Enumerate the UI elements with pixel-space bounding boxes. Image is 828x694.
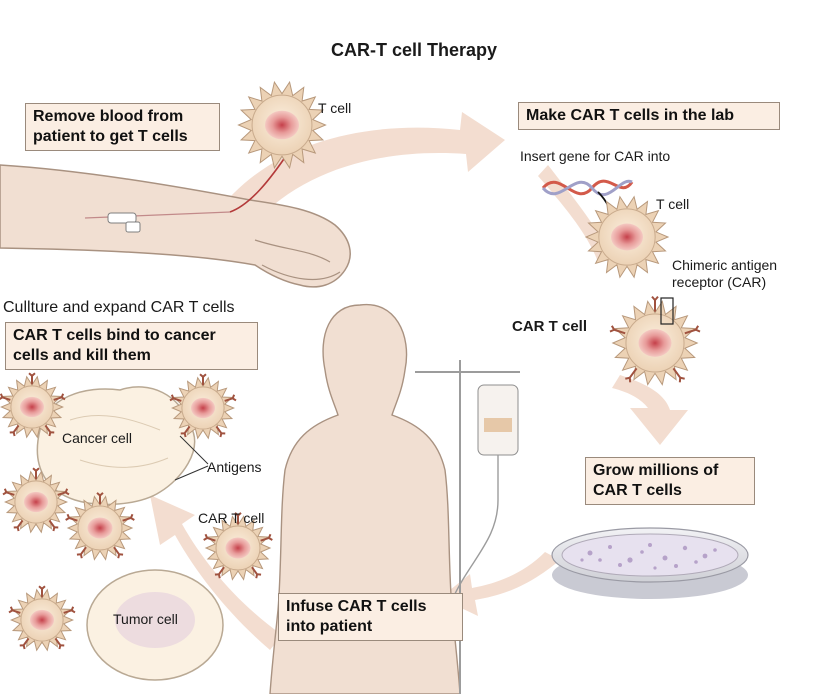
car-receptor-highlight — [660, 297, 674, 325]
t-cells — [0, 80, 701, 652]
arrow-top — [215, 112, 505, 228]
tumor-cell — [86, 569, 224, 681]
label-tumor-cell: Tumor cell — [113, 611, 178, 627]
arrow-right-down — [612, 375, 688, 445]
label-car-receptor: Chimeric antigen receptor (CAR) — [672, 257, 778, 290]
label-cancer-cell: Cancer cell — [62, 430, 133, 446]
step-remove-blood: Remove blood from patient to get T cells — [25, 103, 220, 151]
label-antigens: Antigens — [207, 459, 262, 475]
car-t-cell-2 — [169, 373, 237, 440]
car-t-cell-4 — [65, 492, 135, 561]
car-t-cell-lab — [609, 295, 701, 386]
step-grow: Grow millions of CAR T cells — [585, 457, 755, 505]
t-cell-blood — [237, 80, 327, 170]
arm-illustration — [0, 117, 351, 288]
antigen-pointer-lines — [174, 435, 209, 481]
label-t-cell-top: T cell — [318, 100, 352, 116]
car-t-cell-6 — [8, 585, 76, 652]
label-car-t-cell-right: CAR T cell — [512, 318, 588, 335]
step-make-in-lab: Make CAR T cells in the lab — [518, 102, 780, 130]
car-t-cell-5 — [203, 512, 273, 581]
t-cell-lab — [584, 195, 670, 279]
cancer-cell — [36, 386, 196, 506]
step-bind-kill: CAR T cells bind to cancer cells and kil… — [5, 322, 258, 370]
arrow-to-tumor — [150, 495, 282, 650]
label-culture-expand: Cullture and expand CAR T cells — [3, 299, 235, 316]
label-insert-gene: Insert gene for CAR into — [520, 148, 671, 164]
iv-bag — [415, 360, 520, 694]
arrow-to-patient — [440, 552, 560, 616]
diagram-title: CAR-T cell Therapy — [330, 40, 498, 60]
car-t-cell-3 — [2, 467, 70, 534]
step-infuse: Infuse CAR T cells into patient — [278, 593, 463, 641]
car-t-cell-1 — [0, 372, 66, 439]
label-car-t-cell-left: CAR T cell — [198, 510, 265, 526]
label-t-cell-lab: T cell — [656, 196, 690, 212]
petri-dish — [551, 527, 749, 599]
